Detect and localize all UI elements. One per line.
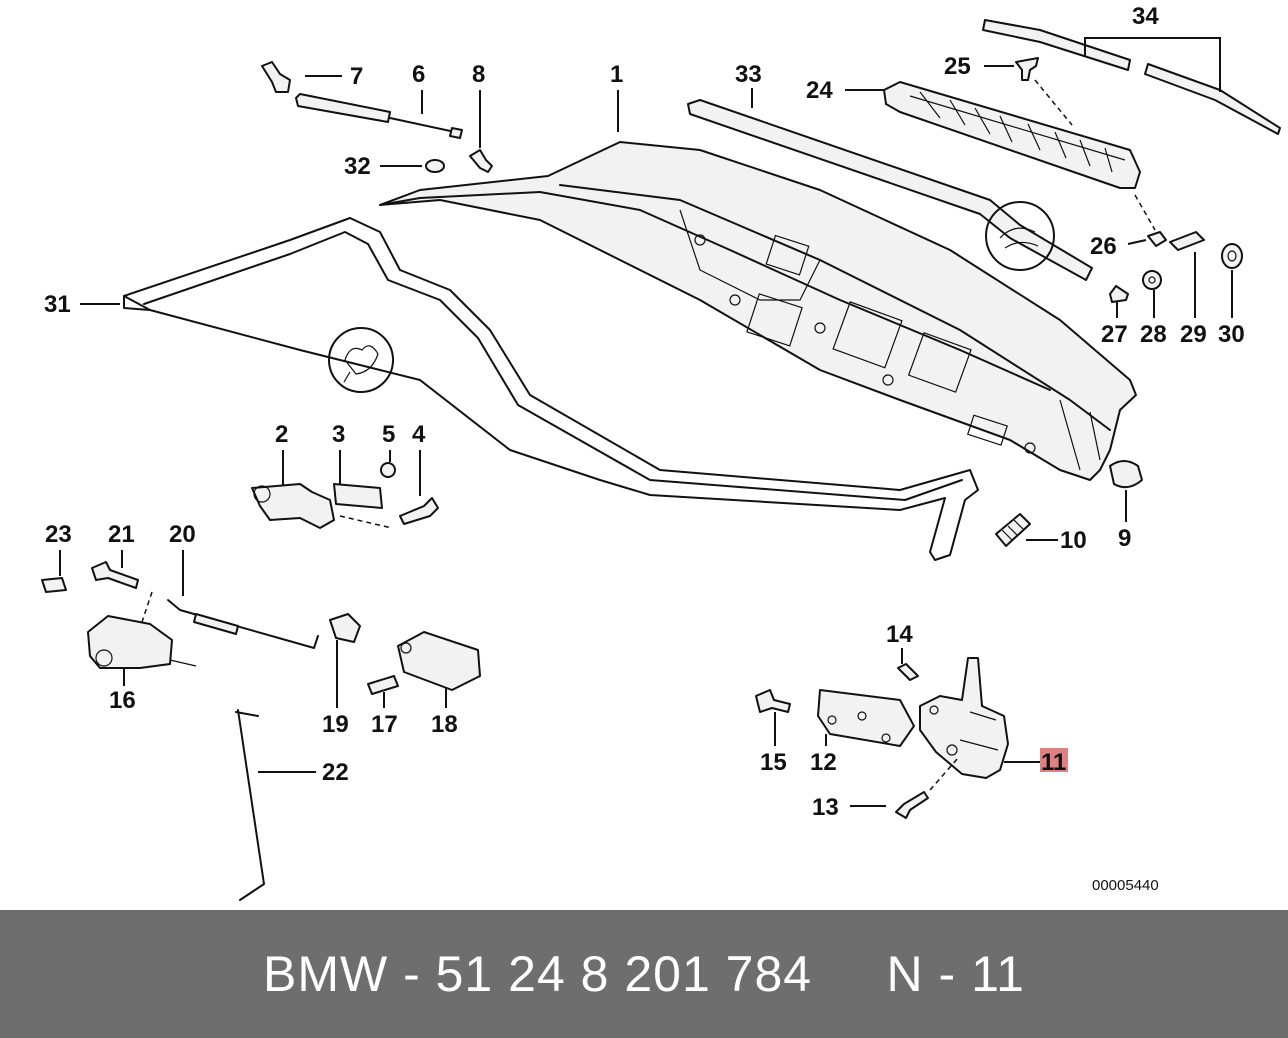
screw-26-part bbox=[1147, 231, 1167, 247]
screw-4-part bbox=[399, 497, 439, 525]
dash-13 bbox=[929, 757, 959, 791]
label-32: 32 bbox=[344, 153, 371, 180]
label-8: 8 bbox=[472, 61, 485, 88]
gasket-frame-part bbox=[123, 217, 979, 561]
clip-19-part bbox=[329, 613, 361, 643]
label-15: 15 bbox=[760, 749, 787, 776]
washer-28-part bbox=[1142, 270, 1162, 290]
rivet-27-part bbox=[1109, 285, 1129, 303]
label-1: 1 bbox=[610, 61, 623, 88]
label-3: 3 bbox=[332, 421, 345, 448]
label-20: 20 bbox=[169, 521, 196, 548]
screw-13-part bbox=[895, 791, 929, 819]
trunk-lid-part bbox=[379, 141, 1137, 481]
dash-26 bbox=[1134, 194, 1156, 231]
label-27: 27 bbox=[1101, 321, 1128, 348]
label-24: 24 bbox=[806, 77, 833, 104]
label-13: 13 bbox=[812, 794, 839, 821]
rod-22-part bbox=[235, 709, 265, 901]
parts-diagram: 34 25 24 33 1 6 8 7 32 26 27 28 29 30 31… bbox=[41, 3, 1281, 901]
screw-17-part bbox=[367, 675, 399, 695]
bolt-21-part bbox=[91, 561, 139, 589]
label-19: 19 bbox=[322, 711, 349, 738]
leader-26 bbox=[1127, 239, 1147, 245]
exploded-view-drawing: 34 25 24 33 1 6 8 7 32 26 27 28 29 30 31… bbox=[41, 3, 1281, 901]
label-6: 6 bbox=[412, 61, 425, 88]
nut-5-part bbox=[380, 462, 396, 478]
emblem-mark bbox=[999, 227, 1039, 249]
label-9: 9 bbox=[1118, 525, 1131, 552]
buffer-9-part bbox=[1109, 460, 1143, 489]
label-5: 5 bbox=[382, 421, 395, 448]
label-17: 17 bbox=[371, 711, 398, 738]
leader-34 bbox=[1084, 37, 1221, 92]
label-31: 31 bbox=[44, 291, 71, 318]
screw-14-part bbox=[897, 663, 919, 681]
dash-2-4 bbox=[339, 515, 393, 529]
label-29: 29 bbox=[1180, 321, 1207, 348]
brake-light-part bbox=[883, 81, 1141, 189]
label-12: 12 bbox=[810, 749, 837, 776]
label-4: 4 bbox=[412, 421, 426, 448]
grommet-30-part bbox=[1221, 243, 1243, 269]
emblem-circle-31 bbox=[328, 327, 394, 393]
label-7: 7 bbox=[350, 63, 363, 90]
actuator-18-part bbox=[397, 631, 481, 691]
clip-25-part bbox=[1015, 57, 1039, 81]
gas-strut-part bbox=[295, 93, 463, 139]
diagram-reference-number: 00005440 bbox=[1092, 877, 1159, 894]
label-25: 25 bbox=[944, 53, 971, 80]
label-28: 28 bbox=[1140, 321, 1167, 348]
label-11-highlighted: 11 bbox=[1041, 749, 1066, 776]
bracket-12-part bbox=[817, 689, 915, 747]
label-23: 23 bbox=[45, 521, 72, 548]
label-33: 33 bbox=[735, 61, 762, 88]
plate-3-part bbox=[333, 483, 383, 509]
label-16: 16 bbox=[109, 687, 136, 714]
label-26: 26 bbox=[1090, 233, 1117, 260]
screw-29-part bbox=[1169, 231, 1205, 251]
rod-20-part bbox=[167, 599, 319, 649]
cap-32-part bbox=[425, 159, 445, 173]
label-30: 30 bbox=[1218, 321, 1245, 348]
lock-16-part bbox=[87, 615, 197, 669]
emblem-circle-33 bbox=[985, 201, 1055, 271]
bolt-8-part bbox=[469, 149, 493, 173]
label-34: 34 bbox=[1132, 3, 1159, 30]
footer-bar: BMW - 51 24 8 201 784 N - 11 bbox=[0, 910, 1288, 1038]
label-21: 21 bbox=[108, 521, 135, 548]
highlight-11-box bbox=[1040, 748, 1068, 772]
screw-23-part bbox=[41, 577, 67, 593]
lock-11-part bbox=[919, 657, 1009, 779]
label-2: 2 bbox=[275, 421, 288, 448]
part-number-caption: BMW - 51 24 8 201 784 N - 11 bbox=[263, 946, 1025, 1002]
emblem-mark-31 bbox=[343, 345, 379, 383]
dash-25 bbox=[1034, 79, 1073, 126]
label-22: 22 bbox=[322, 759, 349, 786]
label-18: 18 bbox=[431, 711, 458, 738]
label-14: 14 bbox=[886, 621, 913, 648]
bolt-7-part bbox=[261, 61, 291, 93]
hinge-2-part bbox=[251, 483, 335, 529]
seal-strip-part bbox=[687, 99, 1093, 281]
bolt-15-part bbox=[755, 689, 791, 713]
buffer-10-part bbox=[995, 513, 1031, 547]
label-10: 10 bbox=[1060, 527, 1087, 554]
